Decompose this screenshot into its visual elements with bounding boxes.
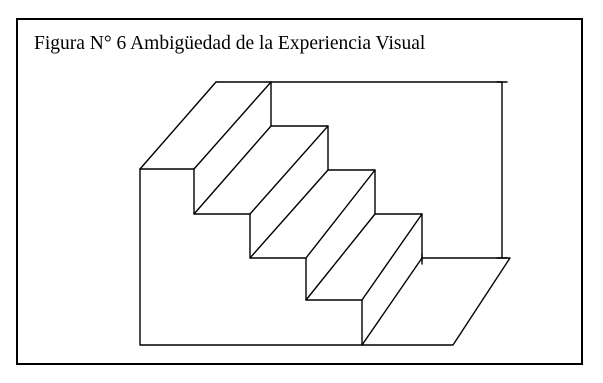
diagonal-edge-2	[193, 125, 272, 215]
diagonal-edge-3	[249, 125, 329, 215]
figure-caption: Figura N° 6 Ambigüedad de la Experiencia…	[34, 33, 426, 54]
diagonal-edge-1	[193, 81, 272, 170]
diagonal-edge-5	[305, 169, 376, 259]
diagonal-edge-8	[361, 257, 423, 346]
step-profile-back	[270, 81, 423, 259]
staircase-outline	[139, 168, 511, 346]
diagonal-edge-7	[361, 213, 423, 301]
diagonal-edge-6	[305, 213, 376, 301]
diagonal-edge-4	[249, 169, 329, 259]
top-face-left-edge	[139, 81, 217, 170]
figure-frame	[16, 18, 583, 365]
